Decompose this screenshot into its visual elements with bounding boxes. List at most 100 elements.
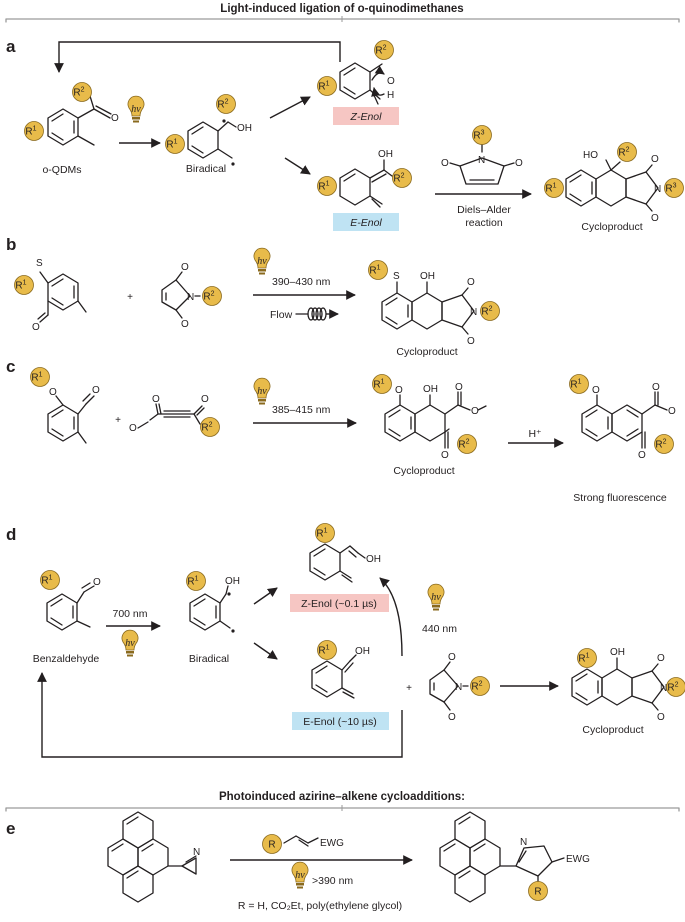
svg-text:hν: hν (125, 638, 135, 649)
r1-group: R1 (25, 122, 44, 141)
r2-group: R2 (203, 287, 222, 306)
arrow-back-440 (380, 578, 402, 656)
svg-text:O: O (93, 577, 101, 588)
svg-text:O: O (651, 213, 659, 224)
label-wavelength-b: 390–430 nm (272, 276, 331, 288)
arrow-to-e (285, 158, 310, 174)
svg-text:hν: hν (131, 104, 141, 115)
svg-text:HO: HO (583, 150, 598, 161)
r1-group: R1 (318, 641, 337, 660)
molecule-cycloproduct-a: O O N HO (566, 150, 661, 224)
label-diels-alder: Diels–Alder (457, 204, 511, 216)
svg-text:O: O (657, 712, 665, 723)
molecule-alkene-e: EWG (284, 836, 344, 849)
svg-text:O: O (638, 450, 646, 461)
svg-text:OH: OH (420, 271, 435, 282)
label-cycloproduct-a: Cycloproduct (581, 221, 642, 233)
r2-group: R2 (618, 143, 637, 162)
svg-text:hν: hν (295, 870, 305, 881)
label-e-enol-d: E-Enol (~10 µs) (303, 716, 376, 728)
flow-coil-icon (296, 308, 338, 320)
molecule-pyrenyl-azirine: N (108, 812, 200, 902)
molecule-maleimide-b: O O N (162, 262, 200, 330)
r2-group: R2 (471, 677, 490, 696)
svg-text:hν: hν (431, 592, 441, 603)
label-cycloproduct-d: Cycloproduct (582, 724, 643, 736)
svg-text:OH: OH (366, 554, 381, 565)
r3-group: R3 (473, 126, 492, 145)
svg-text:OH: OH (237, 123, 252, 134)
svg-text:O: O (32, 322, 40, 333)
panel-label-e: e (6, 819, 15, 838)
svg-text:OH: OH (225, 576, 240, 587)
panel-label-b: b (6, 235, 16, 254)
label-wavelength-440: 440 nm (422, 623, 457, 635)
header-azirine: Photoinduced azirine–alkene cycloadditio… (219, 791, 465, 803)
svg-text:O: O (387, 76, 395, 87)
svg-text:O: O (467, 336, 475, 347)
svg-text:O: O (49, 387, 57, 398)
r2-group: R2 (217, 95, 236, 114)
svg-text:OH: OH (355, 646, 370, 657)
r1-group: R1 (31, 368, 50, 387)
r-group: R (529, 882, 548, 901)
r1-group: R1 (578, 649, 597, 668)
svg-text:N: N (193, 847, 200, 858)
recycle-arrow-a (59, 42, 340, 72)
svg-text:hν: hν (257, 386, 267, 397)
arrow-to-z (270, 97, 310, 118)
panel-label-a: a (6, 37, 16, 56)
svg-text:N: N (187, 292, 194, 303)
svg-text:N: N (520, 837, 527, 848)
svg-text:N: N (660, 683, 667, 694)
r1-group: R1 (316, 524, 335, 543)
svg-text:N: N (478, 155, 485, 166)
r3-group: R3 (665, 179, 684, 198)
svg-text:O: O (152, 394, 160, 405)
svg-text:O: O (181, 319, 189, 330)
svg-text:O: O (111, 113, 119, 124)
label-wavelength-e: >390 nm (312, 875, 353, 887)
svg-text:OH: OH (610, 647, 625, 658)
molecule-aldehyde-c: O O (48, 385, 100, 443)
panel-label-d: d (6, 525, 16, 544)
svg-text:O: O (471, 406, 479, 417)
label-acid: H⁺ (528, 428, 542, 440)
r1-group: R1 (373, 375, 392, 394)
label-cycloproduct-b: Cycloproduct (396, 346, 457, 358)
svg-text:OH: OH (423, 384, 438, 395)
svg-text:O: O (92, 385, 100, 396)
svg-text:hν: hν (257, 256, 267, 267)
label-cycloproduct-c: Cycloproduct (393, 465, 454, 477)
r1-group: R1 (318, 177, 337, 196)
label-wavelength-c: 385–415 nm (272, 404, 331, 416)
r2-group: R2 (393, 169, 412, 188)
svg-text:O: O (441, 450, 449, 461)
r1-group: R1 (369, 261, 388, 280)
svg-text:EWG: EWG (320, 838, 344, 849)
svg-text:N: N (455, 682, 462, 693)
svg-text:EWG: EWG (566, 854, 590, 865)
svg-text:O: O (395, 385, 403, 396)
arrow-to-z-d (254, 588, 277, 604)
svg-text:O: O (651, 154, 659, 165)
r2-group: R2 (667, 678, 685, 697)
svg-text:O: O (181, 262, 189, 273)
r-group: R (263, 835, 282, 854)
svg-text:R: R (268, 840, 275, 851)
molecule-maleimide-d: O O N (430, 652, 468, 723)
label-z-enol-d: Z-Enol (~0.1 µs) (301, 598, 377, 610)
svg-text:N: N (654, 184, 661, 195)
r1-group: R1 (570, 375, 589, 394)
svg-text:S: S (36, 258, 43, 269)
label-r-condition: R = H, CO₂Et, poly(ethylene glycol) (238, 900, 402, 912)
svg-text:O: O (448, 712, 456, 723)
r2-group: R2 (201, 418, 220, 437)
molecule-z-enol-d: OH (310, 544, 381, 582)
svg-text:OH: OH (378, 149, 393, 160)
label-strong-fluorescence: Strong fluorescence (573, 492, 667, 504)
label-oqdms: o-QDMs (42, 164, 81, 176)
molecule-ynoate-c: O O O (129, 394, 209, 434)
